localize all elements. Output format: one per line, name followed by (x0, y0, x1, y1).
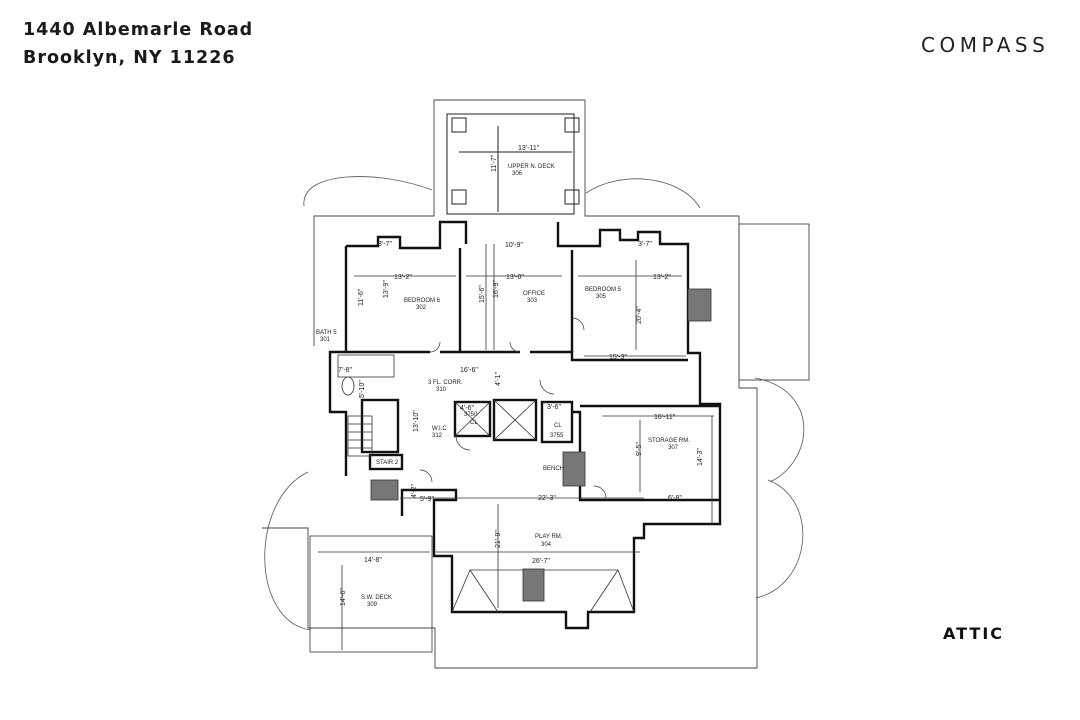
bedroom5-name: BEDROOM 5 (585, 287, 622, 293)
cl-right-name: CL (554, 423, 562, 429)
dim-b6-small: 3'-7" (378, 241, 392, 248)
upper-deck (446, 113, 580, 215)
bedroom6-name: BEDROOM 6 (404, 298, 441, 304)
dim-corr-h: 4'-1" (495, 372, 502, 386)
room-labels: UPPER N. DECK 306 BEDROOM 6 302 OFFICE 3… (316, 164, 690, 608)
wic-code: 312 (432, 433, 443, 439)
dim-cl-r-w: 3'-6" (547, 404, 561, 411)
dim-off-h2: 15'-6" (479, 285, 486, 303)
dim-play-w2: 26'-7" (532, 558, 550, 565)
dim-hall-w: 15'-3" (609, 354, 627, 361)
roof-outline (262, 99, 810, 669)
dim-off-w2: 13'-0" (506, 274, 524, 281)
dim-sw-h: 14'-6" (340, 588, 347, 606)
bedroom5-code: 305 (596, 294, 607, 300)
dim-st-h2: 14'-3" (697, 448, 704, 466)
address-line-2: Brooklyn, NY 11226 (23, 48, 236, 68)
dim-sw-w: 14'-8" (364, 557, 382, 564)
upper-deck-name: UPPER N. DECK (508, 164, 555, 170)
upper-deck-code: 306 (512, 171, 523, 177)
dim-deck-h: 11'-7" (491, 154, 498, 172)
main-walls (328, 220, 722, 630)
stair-name: STAIR 2 (376, 460, 399, 466)
chimneys (370, 288, 712, 602)
bedroom6-code: 302 (416, 305, 427, 311)
dim-cl-l-w: 4'-6" (460, 405, 474, 412)
dim-st-h1: 9'-5" (636, 442, 643, 456)
dim-b6-h2: 11'-6" (358, 288, 365, 306)
storage-name: STORAGE RM. (648, 438, 690, 444)
bath5-code: 301 (320, 337, 331, 343)
office-code: 303 (527, 298, 538, 304)
dim-stair-w: 4'-2" (411, 484, 418, 498)
bench-label: BENCH (543, 466, 564, 472)
office-name: OFFICE (523, 291, 545, 297)
dim-b6-h1: 13'-9" (383, 280, 390, 298)
dim-st-small: 6'-8" (668, 495, 682, 502)
wic-name: W.I.C (432, 426, 447, 432)
roof-arcs (264, 176, 805, 631)
dim-deck-w: 13'-11" (518, 145, 540, 152)
address-line-1: 1440 Albemarle Road (23, 20, 254, 40)
compass-logo: COMPASS (921, 33, 1050, 57)
corridor-name: 3 FL. CORR. (428, 380, 463, 386)
dim-st-w: 16'-11" (654, 414, 676, 421)
cl-right-code: 3755 (550, 433, 564, 439)
dim-b6-w: 13'-2" (394, 274, 412, 281)
dim-off-w1: 10'-9" (505, 242, 523, 249)
cl-left-name: CL (470, 420, 478, 426)
dim-play-h: 21'-9" (495, 530, 502, 548)
bath5-name: BATH 5 (316, 330, 337, 336)
corridor-code: 310 (436, 387, 447, 393)
dim-play-w1: 22'-3" (538, 495, 556, 502)
door-swings (419, 317, 607, 499)
cl-left-code: 3750 (464, 412, 478, 418)
storage-code: 307 (668, 445, 679, 451)
dim-stair-h: 13'-10" (413, 410, 420, 432)
interior-lines (309, 244, 714, 653)
dim-land-w: 5'-9" (420, 496, 434, 503)
sw-deck-name: S.W. DECK (361, 595, 392, 601)
dim-b5-h: 20'-4" (636, 306, 643, 324)
dim-bath-h: 7'-8" (338, 367, 352, 374)
dim-b5-small: 3'-7" (638, 241, 652, 248)
dim-b5-w: 13'-2" (653, 274, 671, 281)
sw-deck-code: 309 (367, 602, 378, 608)
dim-off-h1: 16'-9" (493, 280, 500, 298)
dim-corr-w: 16'-6" (460, 367, 478, 374)
play-name: PLAY RM. (535, 534, 563, 540)
dimension-labels: 13'-11" 11'-7" 3'-7" 13'-2" 13'-9" 11'-6… (338, 145, 704, 606)
dim-bath-w: 5'-10" (359, 380, 366, 398)
floor-label: ATTIC (943, 624, 1005, 643)
play-code: 304 (541, 542, 552, 548)
